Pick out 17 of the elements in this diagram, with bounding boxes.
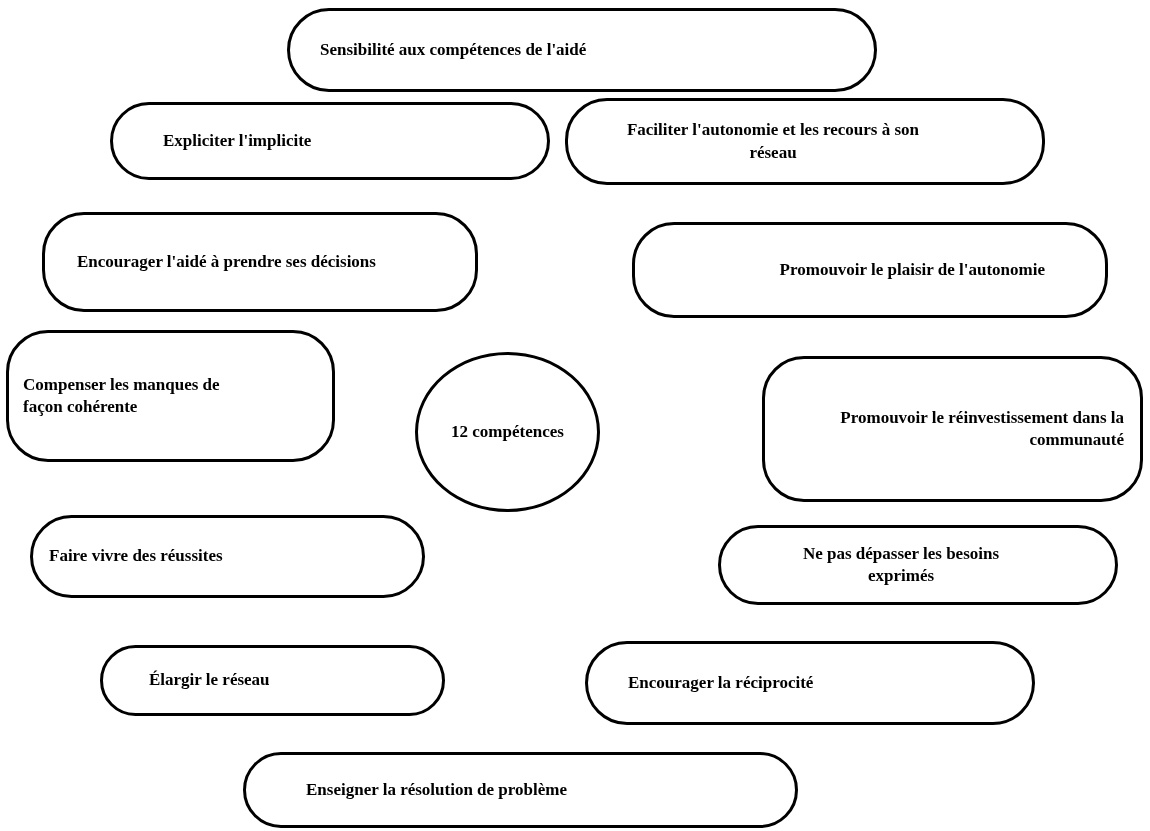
box-label: Promouvoir le plaisir de l'autonomie — [779, 258, 1045, 281]
rounded-box — [6, 330, 335, 462]
box-label: Encourager la réciprocité — [628, 671, 814, 694]
rounded-box — [762, 356, 1143, 502]
box-label: Promouvoir le réinvestissement dans la communauté — [839, 406, 1124, 451]
box-label: Faciliter l'autonomie et les recours à son réseau — [625, 119, 921, 164]
box-label: Ne pas dépasser les besoins exprimés — [801, 542, 1001, 587]
box-label: Encourager l'aidé à prendre ses décisions — [77, 250, 376, 273]
box-label: Faire vivre des réussites — [49, 545, 223, 568]
box-label: Sensibilité aux compétences de l'aidé — [320, 38, 587, 61]
box-label: 12 compétences — [451, 420, 564, 443]
box-label: Enseigner la résolution de problème — [306, 778, 567, 801]
rounded-box — [632, 222, 1108, 318]
rounded-box — [42, 212, 478, 312]
box-label: Expliciter l'implicite — [163, 129, 312, 152]
box-label: Compenser les manques de façon cohérente — [23, 373, 221, 418]
box-label: Élargir le réseau — [149, 669, 270, 692]
